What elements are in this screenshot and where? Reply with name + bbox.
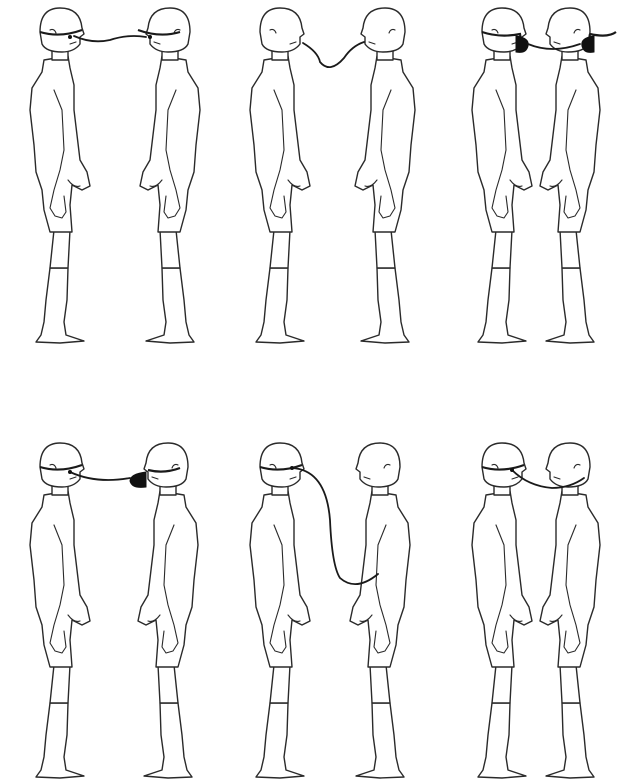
panel-1: [30, 8, 200, 343]
person-right: [540, 8, 600, 343]
person-right: [140, 8, 200, 343]
band-node-left: [68, 470, 72, 474]
mouth-cup-left: [516, 36, 528, 52]
person-right: [355, 8, 415, 343]
person-right: [540, 443, 600, 778]
connecting-cord: [74, 36, 146, 41]
panel-5: [250, 443, 410, 778]
band-node-left: [510, 468, 514, 472]
person-left: [30, 8, 90, 343]
person-left: [472, 443, 532, 778]
person-right: [350, 443, 410, 778]
band-node-left: [290, 466, 294, 470]
person-left: [250, 8, 310, 343]
person-left: [250, 443, 310, 778]
panel-3: [472, 8, 616, 343]
panel-6: [472, 443, 600, 778]
band-node-left: [68, 35, 72, 39]
panel-2: [250, 8, 415, 343]
mouth-cup-right: [130, 472, 146, 487]
person-right: [138, 443, 198, 778]
person-left: [30, 443, 90, 778]
panel-4: [30, 443, 198, 778]
person-left: [472, 8, 532, 343]
band-node-right: [148, 35, 152, 39]
connecting-cord: [303, 42, 364, 67]
